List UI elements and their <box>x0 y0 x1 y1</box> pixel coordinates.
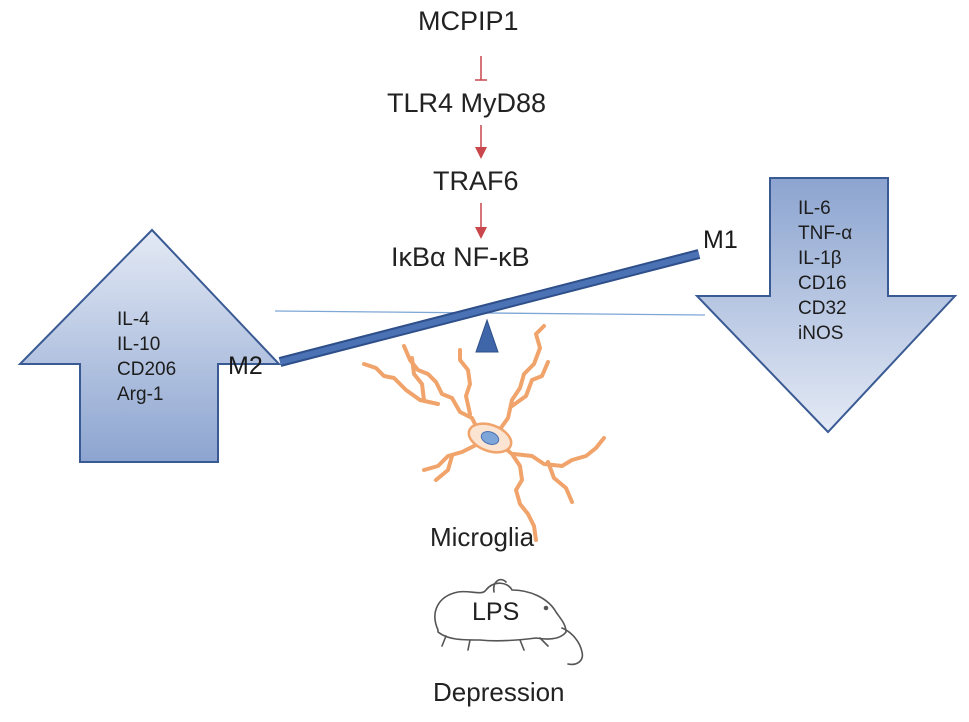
m2-marker: IL-10 <box>117 334 161 355</box>
depression-label: Depression <box>433 677 565 707</box>
m2-marker: Arg-1 <box>117 384 164 405</box>
m1-marker: CD32 <box>798 298 847 319</box>
m1-marker: CD16 <box>798 273 847 294</box>
microglia-cell-icon <box>362 324 606 542</box>
m2-label: M2 <box>228 352 263 380</box>
ikba-nfkb-label: IκBα NF-κB <box>391 242 530 272</box>
fulcrum-triangle <box>475 318 499 353</box>
m1-marker: IL-1β <box>798 248 842 269</box>
m2-marker: CD206 <box>117 359 177 380</box>
inhibition-connector <box>475 56 487 81</box>
m1-down-arrow <box>694 177 958 434</box>
m1-marker-list: IL-6 TNF-α IL-1β CD16 CD32 iNOS <box>798 196 852 346</box>
m2-marker: IL-4 <box>117 309 150 330</box>
mcpip1-label: MCPIP1 <box>418 6 519 36</box>
m1-marker: IL-6 <box>798 198 831 219</box>
m2-marker-list: IL-4 IL-10 CD206 Arg-1 <box>117 307 176 407</box>
microglia-nucleus <box>480 431 500 445</box>
mouse-icon <box>434 578 584 666</box>
microglia-label: Microglia <box>430 522 535 552</box>
traf6-label: TRAF6 <box>433 166 519 196</box>
m1-marker: iNOS <box>798 323 844 344</box>
m2-up-arrow <box>17 228 282 463</box>
m1-marker: TNF-α <box>798 223 853 244</box>
tlr4-myd88-label: TLR4 MyD88 <box>387 88 547 118</box>
m1-label: M1 <box>703 226 738 254</box>
lps-label: LPS <box>472 598 520 626</box>
